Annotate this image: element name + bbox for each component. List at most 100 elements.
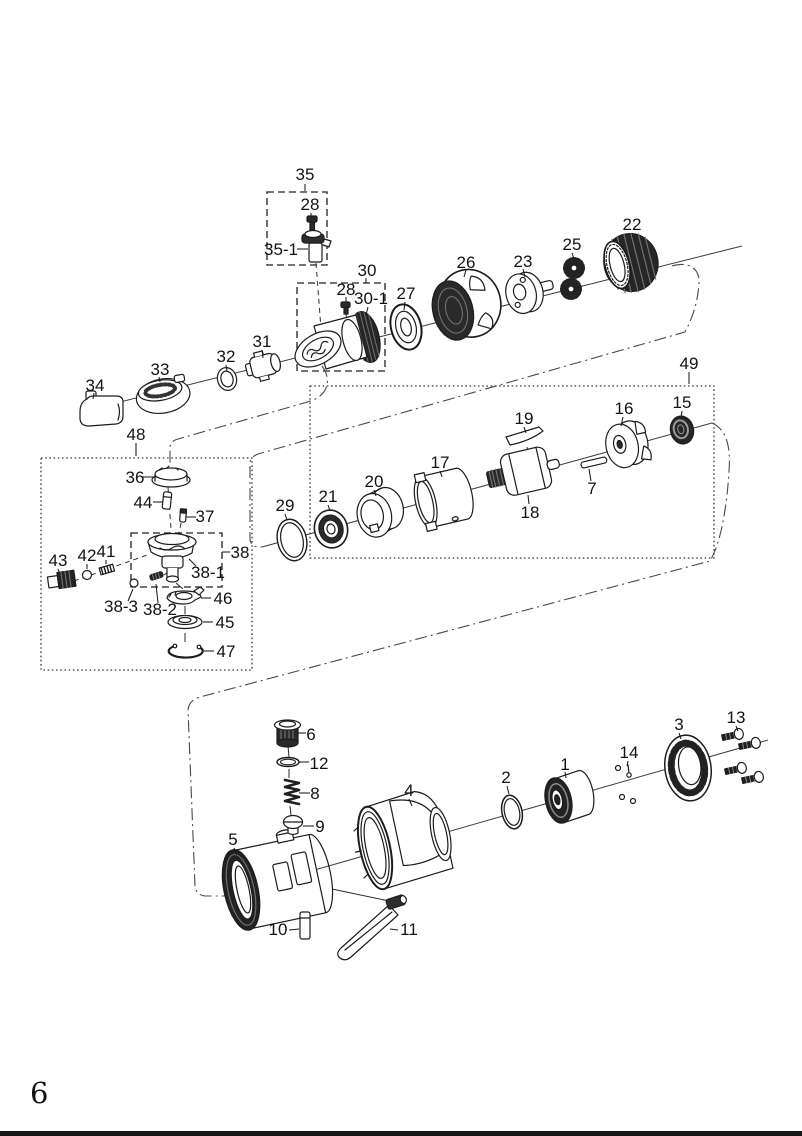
page-number: 6 bbox=[30, 1076, 49, 1110]
part-25-planet-gears bbox=[560, 257, 585, 300]
label-leader-16 bbox=[620, 416, 624, 427]
part-29-o-ring bbox=[276, 518, 308, 562]
part-44-pin bbox=[161, 491, 173, 510]
part-label-33: 33 bbox=[151, 360, 170, 379]
part-9-valve bbox=[282, 814, 304, 836]
part-34-boot bbox=[79, 390, 124, 427]
part-label-41: 41 bbox=[97, 542, 116, 561]
part-label-43: 43 bbox=[49, 551, 68, 570]
part-label-35: 35 bbox=[296, 165, 315, 184]
part-26-clutch-housing bbox=[431, 268, 502, 341]
part-label-17: 17 bbox=[431, 453, 450, 472]
part-6-inlet-bushing bbox=[273, 719, 302, 748]
part-30-1-motor-housing bbox=[294, 310, 381, 370]
chain-line-upper bbox=[249, 263, 700, 548]
label-leader-13 bbox=[735, 725, 739, 732]
part-label-15: 15 bbox=[673, 393, 692, 412]
label-leader-43 bbox=[57, 568, 61, 575]
part-15-bearing bbox=[669, 415, 695, 445]
group-boxes bbox=[40, 191, 715, 671]
part-2-o-ring bbox=[500, 794, 524, 830]
connector-37-yoke bbox=[178, 522, 182, 534]
part-3-warning-ring bbox=[664, 734, 712, 802]
part-1-bushing bbox=[544, 769, 595, 824]
label-leader-38-1 bbox=[188, 558, 197, 567]
part-label-20: 20 bbox=[365, 472, 384, 491]
part-label-6: 6 bbox=[306, 725, 315, 744]
part-label-26: 26 bbox=[457, 253, 476, 272]
part-label-14: 14 bbox=[620, 743, 639, 762]
part-20-rear-plate bbox=[356, 486, 405, 538]
label-leader-2 bbox=[506, 785, 510, 795]
part-label-28b: 28 bbox=[337, 280, 356, 299]
part-label-36: 36 bbox=[126, 468, 145, 487]
part-7-pin bbox=[580, 456, 608, 469]
part-label-32: 32 bbox=[217, 347, 236, 366]
connector-35-to-30 bbox=[315, 262, 322, 330]
label-leader-1 bbox=[564, 771, 567, 779]
part-33-ratchet-head bbox=[135, 373, 191, 414]
part-38-1-reverse-yoke bbox=[147, 532, 197, 583]
part-label-37: 37 bbox=[196, 507, 215, 526]
part-label-9: 9 bbox=[315, 817, 324, 836]
part-12-washer bbox=[276, 756, 300, 768]
label-leader-3 bbox=[678, 732, 682, 740]
part-label-7: 7 bbox=[587, 479, 596, 498]
part-4-front-housing bbox=[353, 791, 454, 891]
part-21-bearing bbox=[313, 509, 349, 549]
part-label-27: 27 bbox=[397, 284, 416, 303]
label-leader-25 bbox=[571, 252, 575, 260]
part-13-screws bbox=[721, 727, 764, 784]
part-label-38-3: 38-3 bbox=[104, 597, 138, 616]
part-label-22: 22 bbox=[623, 215, 642, 234]
part-16-front-plate bbox=[605, 420, 652, 469]
label-leader-17 bbox=[439, 470, 443, 478]
part-label-45: 45 bbox=[216, 613, 235, 632]
part-label-4: 4 bbox=[404, 781, 413, 800]
part-label-44: 44 bbox=[134, 493, 153, 512]
part-label-42: 42 bbox=[78, 546, 97, 565]
part-35-1-reverse-valve bbox=[301, 229, 332, 263]
part-45-washer bbox=[167, 614, 203, 630]
part-38-2-pin bbox=[149, 571, 164, 581]
part-label-10: 10 bbox=[269, 920, 288, 939]
chain-lines bbox=[169, 263, 730, 897]
part-32-ring bbox=[216, 367, 238, 391]
part-label-13: 13 bbox=[727, 708, 746, 727]
part-label-19: 19 bbox=[515, 409, 534, 428]
label-leader-31 bbox=[261, 349, 264, 359]
label-leader-19 bbox=[523, 426, 527, 434]
part-37-pin bbox=[179, 508, 188, 523]
group-box-30 bbox=[296, 282, 386, 372]
part-label-25: 25 bbox=[563, 235, 582, 254]
part-label-46: 46 bbox=[214, 589, 233, 608]
part-23-gear-plate bbox=[505, 271, 554, 315]
part-label-28a: 28 bbox=[301, 195, 320, 214]
part-label-16: 16 bbox=[615, 399, 634, 418]
connector-yoke-46-45-47 bbox=[175, 582, 186, 642]
part-41-spring bbox=[98, 563, 116, 576]
part-42-ball bbox=[81, 569, 93, 581]
part-label-38-1: 38-1 bbox=[191, 563, 225, 582]
label-leader-15 bbox=[680, 410, 683, 419]
label-leader-22 bbox=[631, 232, 635, 241]
group-box-49 bbox=[309, 385, 715, 559]
part-label-47: 47 bbox=[217, 642, 236, 661]
part-28-screw-top bbox=[306, 215, 318, 231]
part-label-38-2: 38-2 bbox=[143, 600, 177, 619]
part-label-30: 30 bbox=[358, 261, 377, 280]
label-leader-34 bbox=[92, 392, 95, 400]
part-label-12: 12 bbox=[310, 754, 329, 773]
label-leader-32 bbox=[225, 364, 228, 372]
part-label-38: 38 bbox=[231, 543, 250, 562]
part-14-detent-parts bbox=[614, 764, 637, 805]
part-label-23: 23 bbox=[514, 252, 533, 271]
label-leader-4 bbox=[408, 798, 413, 807]
part-36-cap bbox=[151, 465, 191, 488]
label-leader-38-2 bbox=[155, 583, 159, 604]
connector-11 bbox=[331, 888, 390, 902]
part-5-rear-housing bbox=[221, 829, 334, 931]
